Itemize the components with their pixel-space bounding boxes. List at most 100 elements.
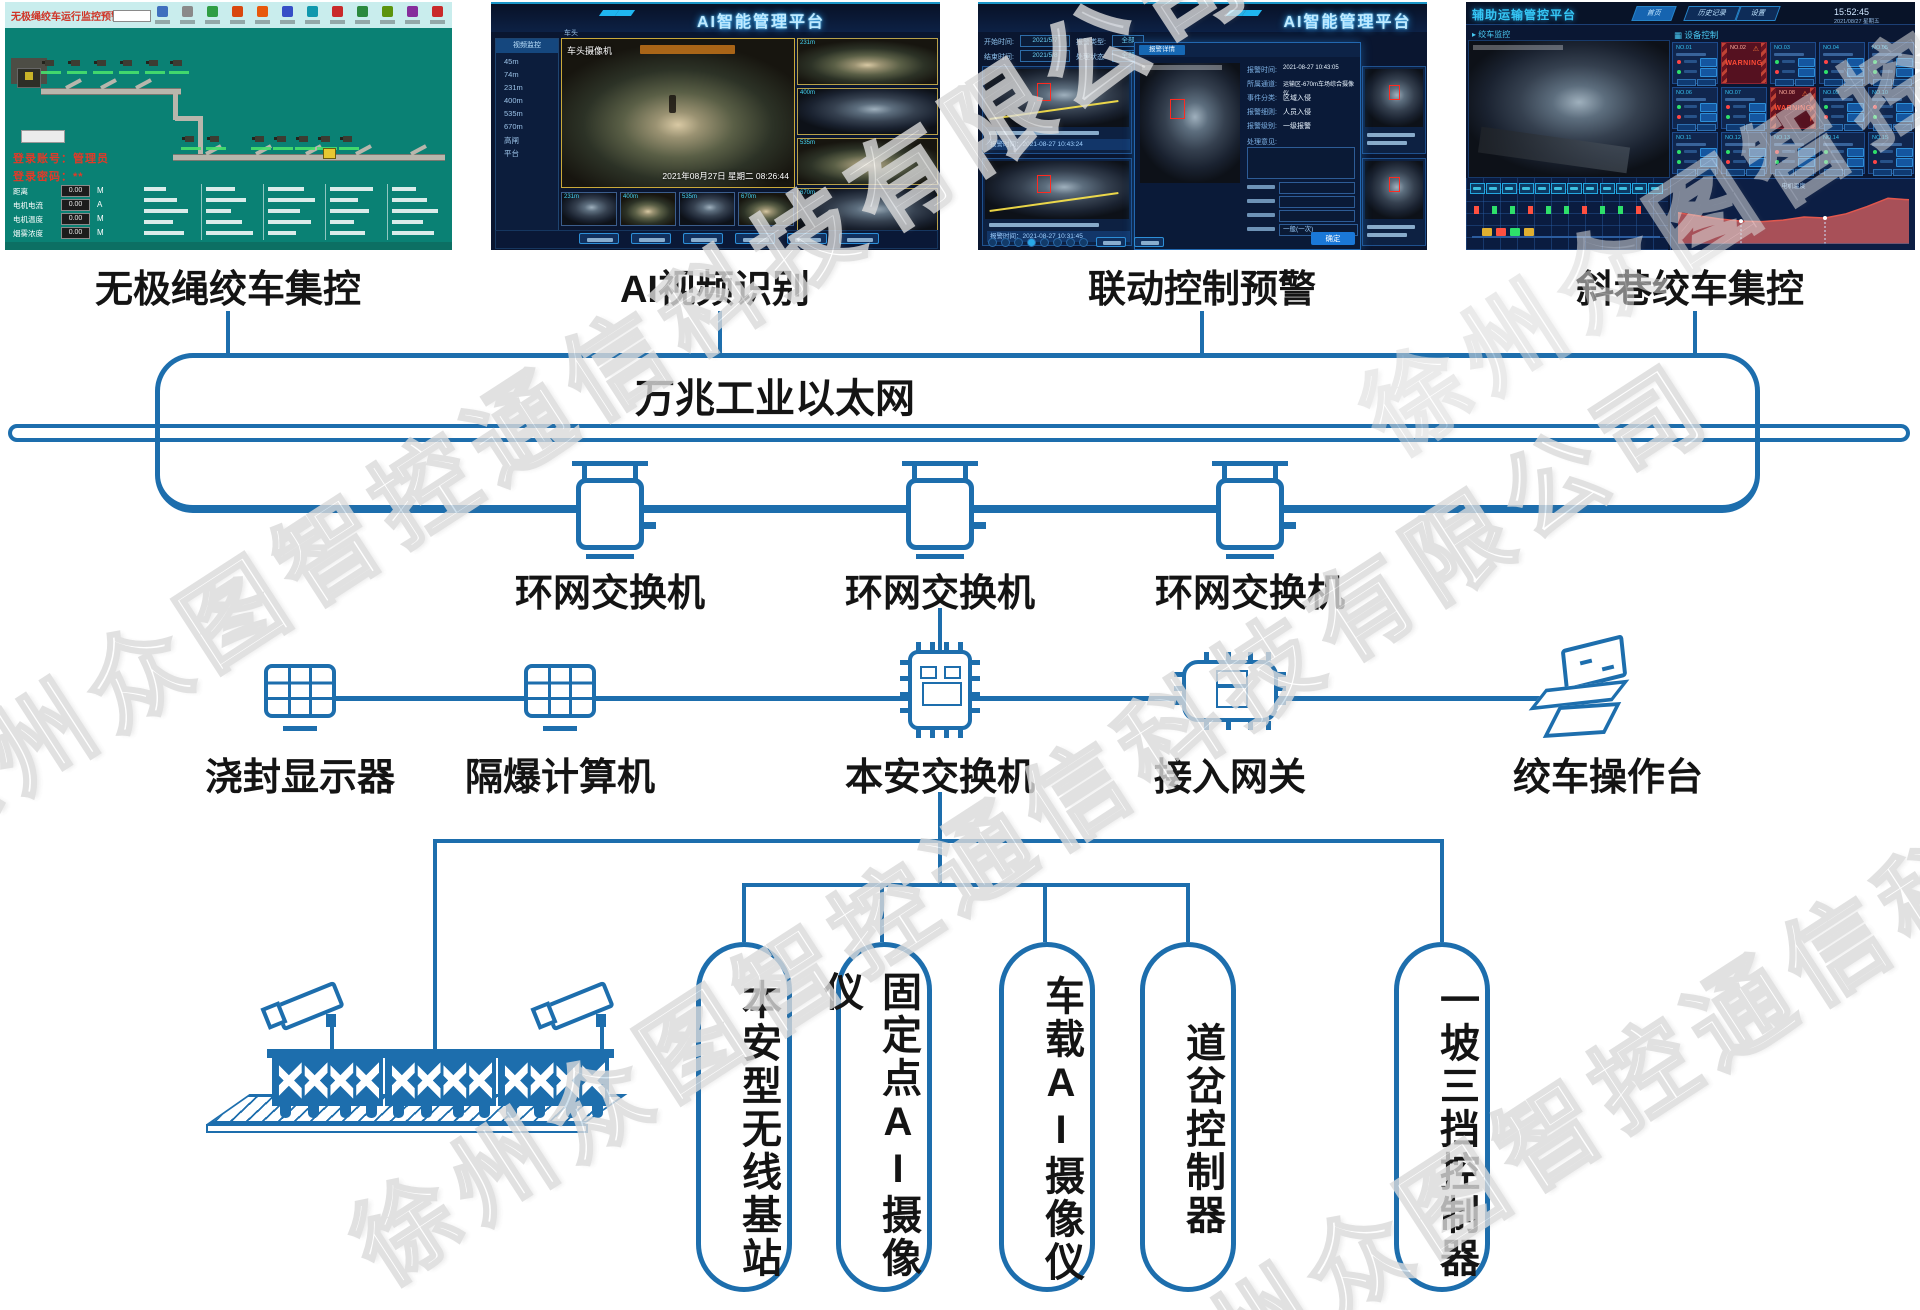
- filter-label: 开始时间:: [984, 39, 1014, 46]
- detail-field-label: 报警级别:: [1247, 123, 1277, 130]
- car-lip: [380, 1049, 501, 1058]
- mini-button: [1700, 113, 1717, 122]
- button-text-bar: [743, 237, 769, 242]
- mimic-camera-label: [273, 147, 293, 150]
- detection-box: [1170, 99, 1185, 119]
- form-input: [1279, 182, 1355, 194]
- card-name-bar: [1676, 53, 1706, 56]
- thumb-distance-label: 231m: [800, 40, 816, 46]
- toolbar-icon: [282, 6, 293, 17]
- pager-button: [1134, 237, 1164, 247]
- camera-hinge: [326, 1014, 336, 1027]
- status-dot: [1873, 60, 1877, 64]
- rail-marker: [1582, 206, 1587, 214]
- gateway-pin: [1174, 672, 1183, 677]
- track-front-edge: [206, 1124, 588, 1133]
- button-text-bar: [587, 237, 613, 242]
- mimic-camera-label: [169, 71, 189, 74]
- distance-chip: [1518, 183, 1534, 194]
- ai-bottom-thumb: 400m: [620, 192, 676, 226]
- ai-sidebar-item: 高闸: [504, 136, 519, 145]
- ai-alert-banner: [640, 45, 735, 54]
- switch-post: [912, 466, 917, 480]
- chip-pin: [971, 692, 980, 697]
- mini-button: [1798, 68, 1815, 77]
- mine-car: [493, 1049, 614, 1106]
- status-dot: [1824, 70, 1828, 74]
- switch-tab: [974, 522, 986, 529]
- mini-button: [1798, 148, 1815, 157]
- status-dot: [1824, 160, 1828, 164]
- card-number: NO.08: [1779, 90, 1795, 96]
- button-text-bar: [1141, 241, 1159, 245]
- warning-icon: ⚠: [1752, 46, 1759, 53]
- warning-icon: ⚠: [1801, 91, 1808, 98]
- chip-pin: [916, 729, 921, 738]
- scada-title: 无极绳绞车运行监控预警系统: [11, 12, 141, 23]
- rail: [41, 88, 181, 95]
- car-lattice: [502, 1061, 605, 1100]
- card-number: NO.03: [1774, 45, 1790, 51]
- status-dot: [1677, 160, 1681, 164]
- winch-light: [25, 72, 33, 80]
- status-text-bar: [392, 209, 438, 213]
- alarm-caption-bar: [1367, 233, 1407, 237]
- camera-hinge: [596, 1014, 606, 1027]
- mini-button: [1844, 79, 1863, 86]
- rail-marker: [1474, 206, 1479, 214]
- rail-marker: [1492, 206, 1497, 214]
- ai-timestamp: 2021年08月27日 星期二 08:26:44: [662, 171, 789, 181]
- drop-box1: [742, 887, 746, 942]
- status-bar: [1733, 160, 1746, 163]
- device-card: NO.01: [1672, 42, 1718, 86]
- mini-button: [1896, 158, 1913, 167]
- mini-button: [1726, 124, 1745, 131]
- chip-text-bar: [1570, 187, 1579, 190]
- hazard-stripe: [1810, 88, 1815, 128]
- ai-sidebar-item: 231m: [504, 83, 523, 92]
- opinion-textarea: [1247, 147, 1355, 179]
- card-name-bar: [1676, 98, 1706, 101]
- backbone-capsule: [8, 424, 1910, 442]
- chip-pin: [944, 642, 949, 651]
- detail-field-value: 人员入侵: [1283, 109, 1311, 116]
- switch-base: [916, 554, 964, 559]
- ai-sidebar-item: 45m: [504, 57, 519, 66]
- mimic-camera: [170, 60, 182, 66]
- alarm-card-small: [1362, 66, 1426, 154]
- status-bar: [1733, 115, 1746, 118]
- ai-camera-tab: 车头: [564, 30, 578, 37]
- status-text-bar: [392, 187, 416, 191]
- button-text-bar: [639, 237, 665, 242]
- mimic-camera-label: [67, 71, 87, 74]
- button-text-bar: [847, 237, 873, 242]
- mimic-camera-label: [295, 147, 315, 150]
- pagination-dot: [1066, 238, 1075, 247]
- switch-tab: [644, 522, 656, 529]
- mini-button: [1824, 169, 1843, 176]
- detail-field-value: 运输区-670m车场综合摄像仪: [1283, 82, 1355, 97]
- card-number: NO.07: [1725, 90, 1741, 96]
- switch-lid: [902, 461, 978, 466]
- mini-button: [1873, 124, 1892, 131]
- status-dot: [1775, 70, 1779, 74]
- ai-toolbar-button: [787, 233, 827, 244]
- toolbar-icon-label: [155, 20, 170, 24]
- switch-lid: [1212, 461, 1288, 466]
- mimic-camera-label: [145, 71, 165, 74]
- form-label-bar: [1247, 185, 1275, 189]
- detail-field-value: 区域入侵: [1283, 95, 1311, 102]
- car-wheel: [280, 1106, 291, 1118]
- icon-stand: [543, 726, 577, 731]
- ai-bottom-thumb: 535m: [679, 192, 735, 226]
- toolbar-icon: [357, 6, 368, 17]
- rail-line: [1472, 236, 1660, 238]
- nav-tab: 历史记录: [1683, 6, 1741, 21]
- gauge-value: 0.00: [61, 227, 90, 239]
- switch-base: [1226, 554, 1274, 559]
- mini-button: [1847, 113, 1864, 122]
- car-lip: [267, 1049, 388, 1058]
- ai-toolbar-button: [839, 233, 879, 244]
